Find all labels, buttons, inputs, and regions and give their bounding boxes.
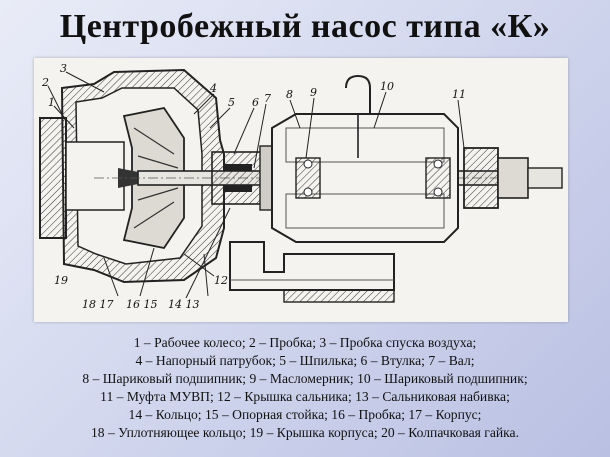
legend-line: 1 – Рабочее колесо; 2 – Пробка; 3 – Проб… [133,335,477,350]
callout-3: 3 [60,62,67,75]
legend-line: 14 – Кольцо; 15 – Опорная стойка; 16 – П… [128,407,482,422]
stuffing-box [211,145,273,211]
callout-8: 8 [286,88,293,101]
callout-5: 5 [228,96,235,109]
legend-line: 18 – Уплотняющее кольцо; 19 – Крышка кор… [90,425,519,440]
pump-cross-section-drawing: 3 2 1 4 5 6 7 8 9 10 11 12 14 13 16 15 1… [34,58,568,322]
callout-16-15: 16 15 [126,298,158,311]
legend-line: 4 – Напорный патрубок; 5 – Шпилька; 6 – … [135,353,475,368]
legend-line: 11 – Муфта МУВП; 12 – Крышка сальника; 1… [100,389,510,404]
parts-legend: 1 – Рабочее колесо; 2 – Пробка; 3 – Проб… [0,334,610,442]
callout-6: 6 [252,96,259,109]
oil-gauge [345,74,371,158]
callout-4: 4 [209,82,217,95]
coupling [463,147,563,209]
callout-9: 9 [310,86,317,99]
callout-2: 2 [41,76,49,89]
support-stand [229,241,395,303]
legend-line: 8 – Шариковый подшипник; 9 – Масломерник… [82,371,528,386]
bearing-housing [271,113,459,243]
callout-19: 19 [54,274,68,287]
slide-title: Центробежный насос типа «К» [59,8,551,45]
callout-leaders [47,71,465,299]
callout-18-17: 18 17 [82,298,114,311]
callout-numbers: 3 2 1 4 5 6 7 8 9 10 11 12 14 13 16 15 1… [41,62,466,311]
callout-7: 7 [264,92,271,105]
callout-1: 1 [48,96,55,109]
callout-14-13: 14 13 [168,298,200,311]
suction-inlet [39,117,125,239]
callout-12: 12 [214,274,228,287]
callout-10: 10 [380,80,394,93]
callout-11: 11 [452,88,466,101]
